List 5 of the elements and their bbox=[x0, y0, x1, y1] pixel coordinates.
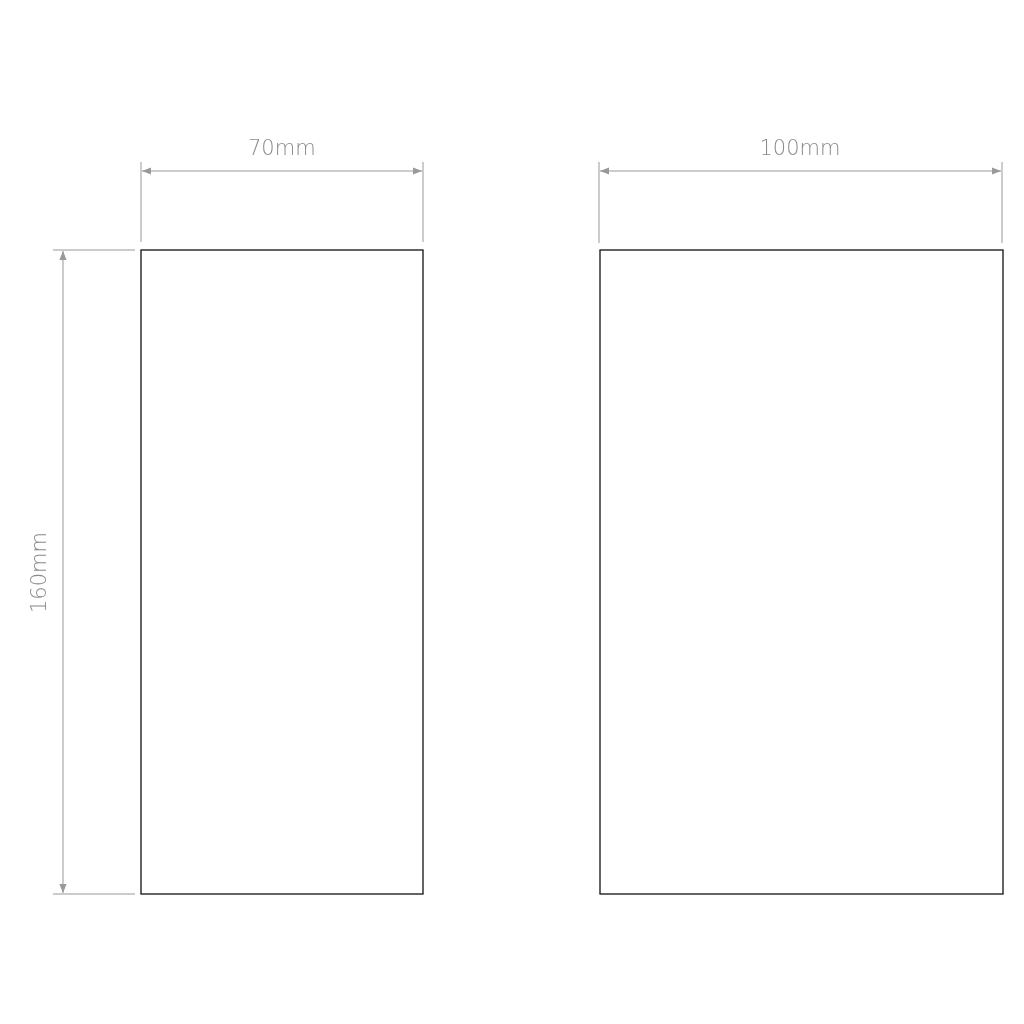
front-view-outline bbox=[140, 249, 424, 895]
dimension-label: 100mm bbox=[759, 137, 841, 159]
dimension-label: 160mm bbox=[28, 531, 50, 613]
dimension-label: 70mm bbox=[248, 137, 316, 159]
side-view-outline bbox=[599, 249, 1004, 895]
